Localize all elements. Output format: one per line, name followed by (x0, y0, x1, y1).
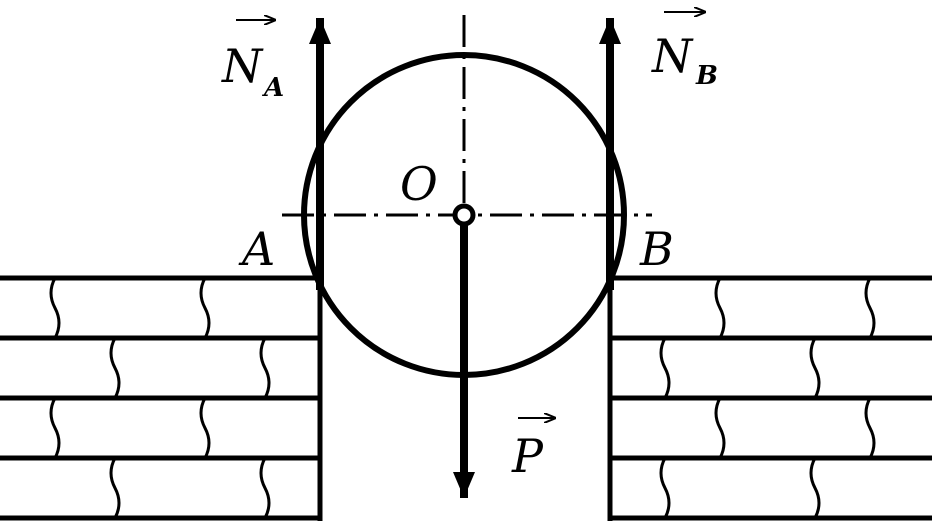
label-na: N A (221, 20, 284, 103)
label-b: B (639, 222, 674, 276)
label-a: A (238, 222, 275, 276)
center-point (452, 203, 476, 227)
label-nb: N B (651, 12, 718, 91)
label-p: P (511, 418, 556, 483)
label-na-main: N (221, 39, 264, 93)
label-nb-sub: B (695, 61, 718, 91)
label-p-main: P (511, 429, 544, 483)
label-o: O (400, 157, 438, 211)
right-brick-wall (607, 275, 932, 521)
label-nb-main: N (651, 29, 694, 83)
left-brick-wall (0, 275, 323, 521)
label-na-sub: A (261, 73, 284, 103)
